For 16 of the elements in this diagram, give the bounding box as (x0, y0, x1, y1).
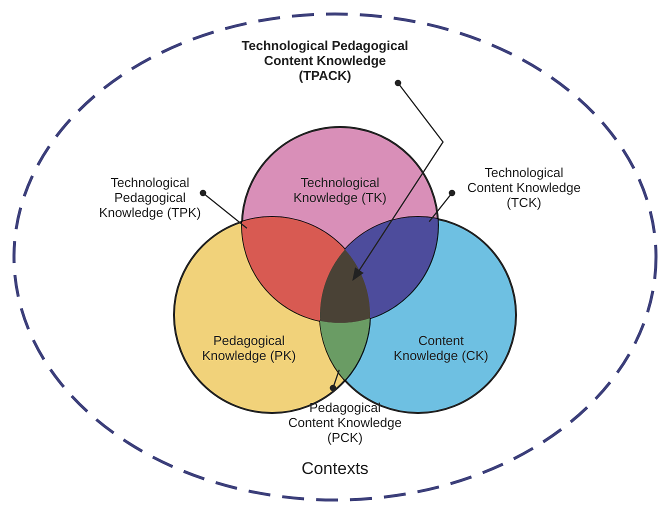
region-label: Pedagogical Content Knowledge (PCK) (287, 400, 403, 445)
region-label: Technological Content Knowledge (TCK) (466, 165, 582, 210)
leader-line (428, 190, 456, 222)
context-label: Contexts (300, 458, 370, 479)
circle-label: Pedagogical Knowledge (PK) (201, 333, 297, 363)
region-label: Technological Pedagogical Knowledge (TPK) (98, 175, 202, 220)
region-label: Technological Pedagogical Content Knowledge (TPACK) (240, 38, 410, 83)
leader-line (330, 370, 340, 392)
leader-line (200, 190, 248, 229)
overlap-region (320, 250, 370, 323)
circle-label: Technological Knowledge (TK) (292, 175, 388, 205)
overlap-region (345, 217, 438, 318)
circle-label: Content Knowledge (CK) (392, 333, 490, 363)
overlap-region (242, 217, 345, 321)
overlap-region (320, 318, 370, 380)
leader-line (352, 80, 444, 281)
